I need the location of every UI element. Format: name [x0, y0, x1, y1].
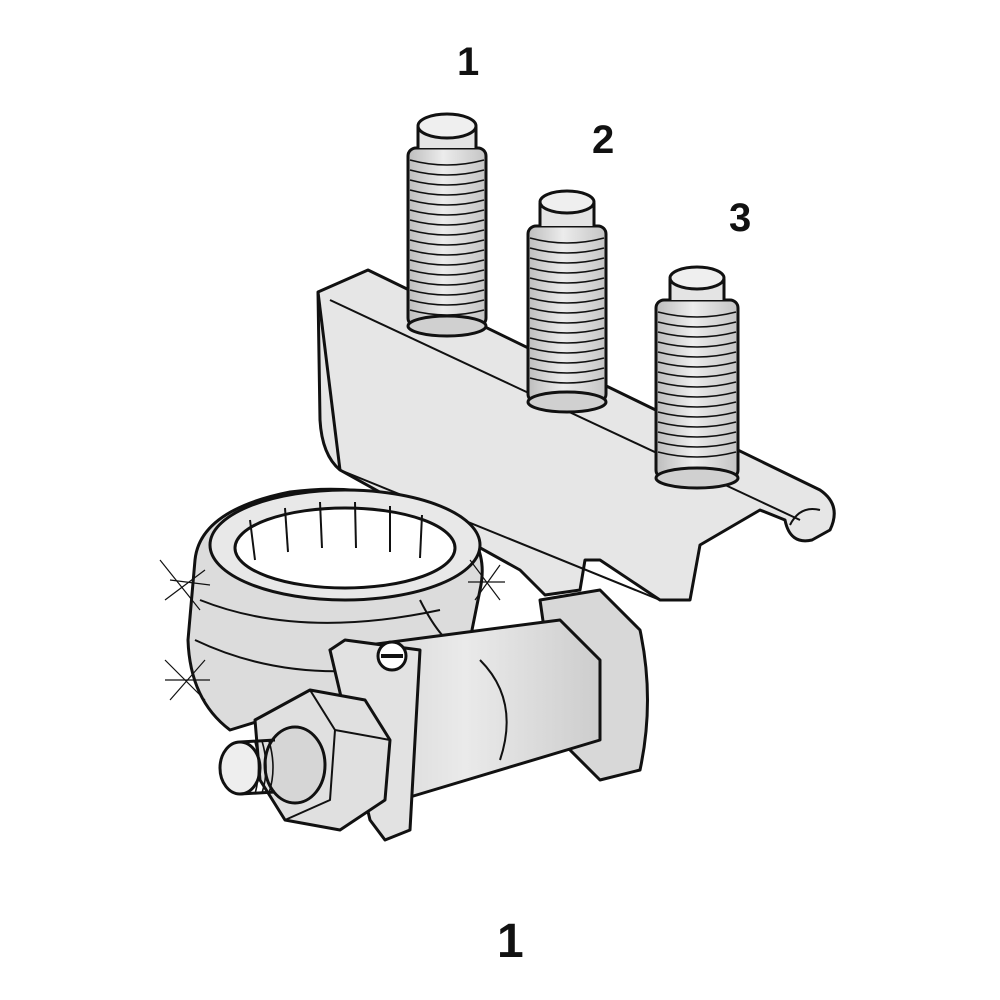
- hex-nut: [253, 688, 392, 832]
- callout-label-2: 2: [592, 118, 615, 162]
- callout-label-3: 3: [729, 196, 752, 240]
- sparkle-marks: [159, 559, 505, 701]
- stud-3: [654, 265, 740, 490]
- figure-caption-number: 1: [497, 915, 524, 968]
- clamp-body: [328, 588, 649, 842]
- stud-1: [406, 112, 488, 338]
- stud-2: [526, 189, 608, 414]
- bolt-end: [218, 738, 276, 796]
- callout-label-1: 1: [457, 40, 480, 84]
